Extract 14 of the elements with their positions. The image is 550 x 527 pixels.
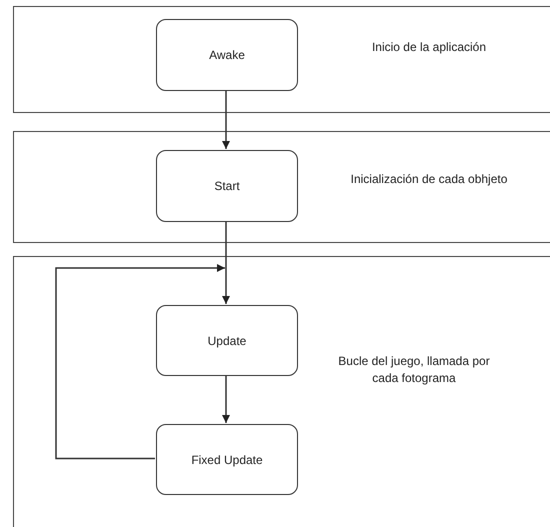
lane-description: Inicialización de cada obhjeto [350,171,508,188]
arrow [222,375,230,423]
lane-band [13,131,550,243]
process-box: Start [156,150,298,222]
process-box: Fixed Update [156,424,298,495]
lane-description: Bucle del juego, llamada por cada fotograma [337,353,491,387]
arrow [55,264,225,460]
lane-band [13,256,550,527]
process-box: Update [156,305,298,376]
lane-band [13,6,550,113]
arrow [222,90,230,149]
lane-description: Inicio de la aplicación [370,39,488,56]
arrow [222,221,230,304]
process-box: Awake [156,19,298,91]
